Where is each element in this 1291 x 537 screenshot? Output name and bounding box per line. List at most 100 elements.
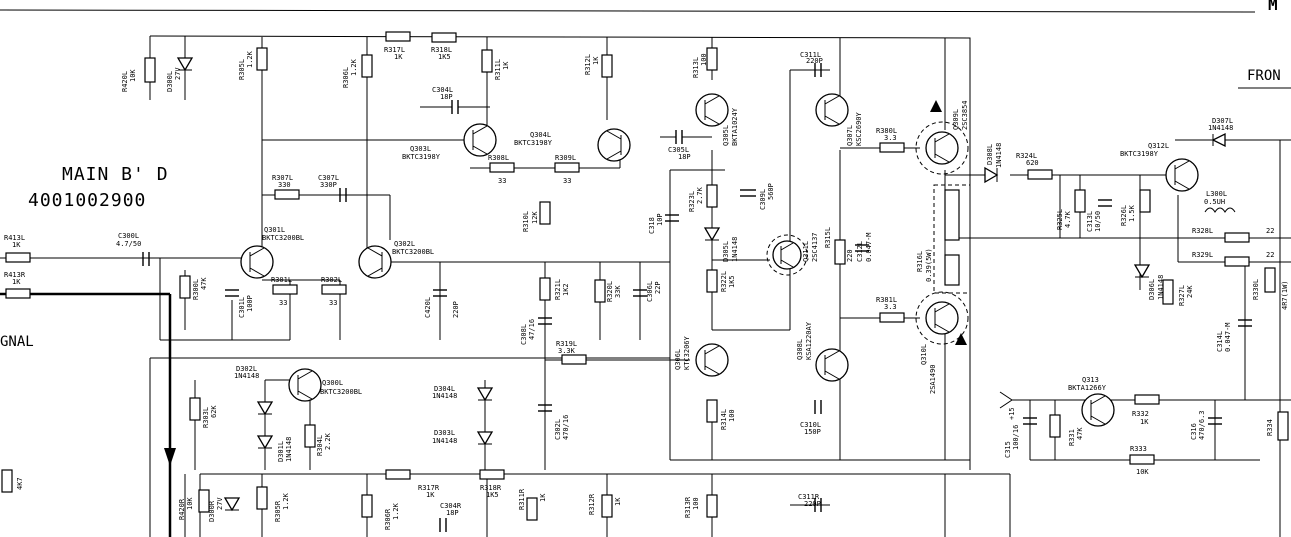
label-r300l: R300L (192, 279, 200, 300)
label-r314l: R314L (720, 409, 728, 430)
value-r323l: 2.7K (696, 186, 704, 204)
value-q300l: BKTC3200BL (320, 388, 362, 396)
label-r333: R333 (1130, 445, 1147, 453)
value-r308l: 33 (498, 177, 506, 185)
label-r313r: R313R (684, 496, 692, 518)
resistor-r329l (1224, 256, 1250, 267)
value-r314l: 100 (728, 409, 736, 422)
value-r306r: 1.2K (392, 502, 400, 520)
value-l300l: 0.5UH (1204, 198, 1225, 206)
label-r307l: R307L (272, 174, 293, 182)
label-r310l: R310L (522, 211, 530, 232)
component-labels: R420L 10K D300L 27V R305L 1.2K R306L 1.2… (4, 46, 1289, 530)
value-r311l: 1K (502, 61, 510, 70)
label-l300l: L300L (1206, 190, 1227, 198)
value-r302l: 33 (329, 299, 337, 307)
label-r331: R331 (1068, 429, 1076, 446)
diode-d305l (703, 227, 721, 242)
value-r318r: 1K5 (486, 491, 499, 499)
value-r321l: 1K2 (562, 283, 570, 296)
label-c304r: C304R (440, 502, 462, 510)
label-c307l: C307L (318, 174, 339, 182)
transistor-q310l (925, 301, 959, 335)
value-d303l: 1N4148 (432, 437, 457, 445)
value-c300l: 4.7/50 (116, 240, 141, 248)
label-r317l: R317L (384, 46, 405, 54)
value-r311r: 1K (539, 493, 547, 502)
value-r312l: 1K (592, 56, 600, 65)
label-r329l: R329L (1192, 251, 1213, 259)
label-q310l: Q310L (920, 344, 928, 365)
value-d302l: 1N4148 (234, 372, 259, 380)
resistor-r317l (385, 31, 411, 42)
label-r321l: R321L (554, 279, 562, 300)
resistor-r313l (706, 47, 718, 71)
resistor-r333 (1129, 454, 1155, 465)
label-c420l: C420L (424, 297, 432, 318)
label-r413l: R413L (4, 234, 25, 242)
label-c318: C318 (648, 217, 656, 234)
value-r380l: 3.3 (884, 134, 897, 142)
value-d304l: 1N4148 (432, 392, 457, 400)
label-c315: C315 (1004, 441, 1012, 458)
board-title: MAIN B' D (62, 164, 169, 185)
label-r305r: R305R (274, 500, 282, 522)
value-d301l: 1N4148 (285, 437, 293, 462)
resistor-r330l (1264, 267, 1276, 293)
label-q300l: Q300L (322, 379, 343, 387)
zener-d300r (223, 497, 241, 512)
label-r381l: R381L (876, 296, 897, 304)
label-r319l: R319L (556, 340, 577, 348)
resistor-r319l (561, 354, 587, 365)
label-r301l: R301L (271, 276, 292, 284)
resistor-r316l-top (944, 189, 960, 241)
transistor-q311l (772, 240, 802, 270)
label-r318l: R318L (431, 46, 452, 54)
value-c314l: 0.047-M (1224, 322, 1232, 352)
label-d302l: D302L (236, 365, 257, 373)
label-r322l: R322L (720, 271, 728, 292)
label-d303l: D303L (434, 429, 455, 437)
label-r380l: R380L (876, 127, 897, 135)
label-r332: R332 (1132, 410, 1149, 418)
label-d300l: D300L (166, 71, 174, 92)
value-r309l: 33 (563, 177, 571, 185)
label-q302l: Q302L (394, 240, 415, 248)
diodes (176, 57, 1226, 512)
label-r317r: R317R (418, 484, 440, 492)
value-r331: 47K (1076, 427, 1084, 440)
value-r316l: 0.39(5W) (925, 248, 933, 282)
resistor-r420r (198, 489, 210, 513)
value-c305l: 18P (678, 153, 691, 161)
value-q310l: 2SA1490 (929, 364, 937, 394)
label-d300r: D300R (208, 500, 216, 522)
value-q302l: BKTC3200BL (392, 248, 434, 256)
value-c316: 470/6.3 (1198, 410, 1206, 440)
top-border-line (0, 9, 1256, 13)
resistor-r320l (594, 279, 606, 303)
safety-mark-top (930, 100, 942, 112)
label-q308l: Q308L (796, 339, 804, 360)
diode-d308l (984, 166, 999, 184)
label-q311l: Q311L (802, 241, 810, 262)
value-r381l: 3.3 (884, 303, 897, 311)
transistor-q302l (358, 245, 392, 279)
label-c311l: C311L (800, 51, 821, 59)
label-c310l: C310L (800, 421, 821, 429)
label-d301l: D301L (277, 441, 285, 462)
resistor-r321l (539, 277, 551, 301)
value-r307l: 330 (278, 181, 291, 189)
transistor-q307l (815, 93, 849, 127)
resistor-r325l (1074, 189, 1086, 213)
value-r317l: 1K (394, 53, 403, 61)
diode-d303l (476, 431, 494, 446)
label-q301l: Q301L (264, 226, 285, 234)
resistor-r328l (1224, 232, 1250, 243)
diode-d306l (1133, 264, 1151, 279)
resistor-r317r (385, 469, 411, 480)
transistor-q306l (695, 343, 729, 377)
value-c310l: 150P (804, 428, 821, 436)
value-c318: 10P (656, 213, 664, 226)
value-c420l: 220P (452, 301, 460, 318)
inductor-l300l (1204, 207, 1236, 213)
